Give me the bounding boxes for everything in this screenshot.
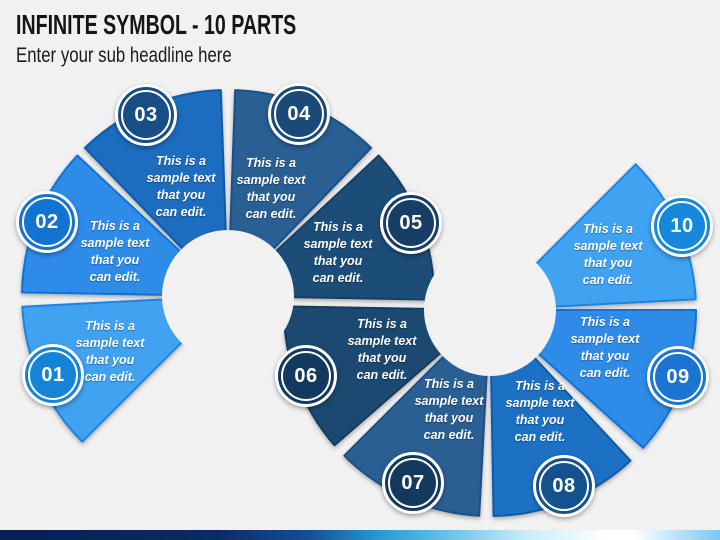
segment-08-number: 08	[552, 474, 576, 497]
segment-04-badge: 04	[268, 83, 330, 145]
segment-07-badge: 07	[382, 452, 444, 514]
segment-01-wedge	[21, 297, 194, 443]
segment-07-wedge	[343, 344, 489, 517]
segment-05-badge: 05	[380, 192, 442, 254]
page-title: INFINITE SYMBOL - 10 PARTS	[16, 9, 297, 40]
segment-09-badge: 09	[647, 346, 709, 408]
segment-06-wedge	[282, 305, 454, 447]
segment-09-wedge	[526, 309, 697, 449]
segment-10-wedge	[524, 163, 697, 309]
segment-08-badge: 08	[533, 455, 595, 517]
segment-08-wedge	[489, 345, 632, 517]
segment-02-wedge	[21, 154, 193, 297]
segment-06-number: 06	[294, 364, 318, 387]
segment-04-number: 04	[287, 102, 311, 125]
page-subtitle: Enter your sub headline here	[16, 44, 232, 67]
segment-07-number: 07	[401, 471, 425, 494]
segment-01-number: 01	[41, 363, 65, 386]
segment-03-number: 03	[134, 103, 158, 126]
segment-09-number: 09	[666, 365, 690, 388]
segment-03-badge: 03	[115, 84, 177, 146]
segment-05-wedge	[263, 154, 436, 301]
footer-accent-bar	[0, 530, 720, 540]
segment-10-badge: 10	[651, 195, 713, 257]
segment-01-badge: 01	[22, 344, 84, 406]
segment-02-badge: 02	[16, 191, 78, 253]
segment-02-number: 02	[35, 210, 59, 233]
segment-06-badge: 06	[275, 345, 337, 407]
segment-10-number: 10	[670, 214, 694, 237]
segment-05-number: 05	[399, 211, 423, 234]
